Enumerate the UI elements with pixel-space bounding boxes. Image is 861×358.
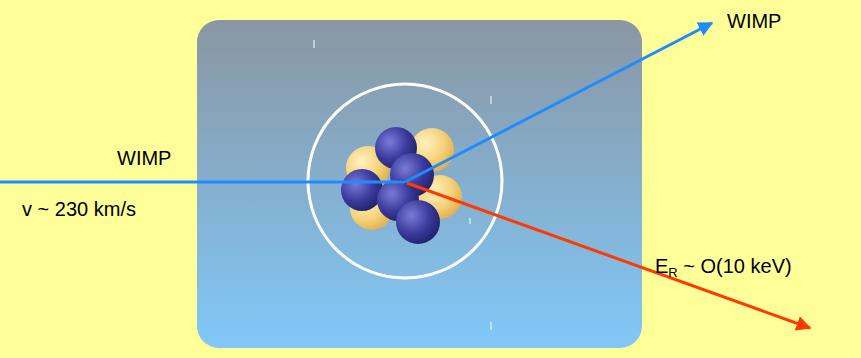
particle-label: WIMP (727, 9, 781, 33)
detector-volume (197, 20, 642, 348)
recoil-energy-label: ER ~ O(10 keV) (655, 254, 792, 281)
incoming-track (0, 181, 405, 184)
scattered-track (405, 23, 712, 182)
particle-label: WIMP (117, 146, 171, 170)
recoil-track (407, 183, 810, 328)
nucleus (341, 127, 462, 244)
velocity-label: v ~ 230 km/s (22, 197, 136, 221)
